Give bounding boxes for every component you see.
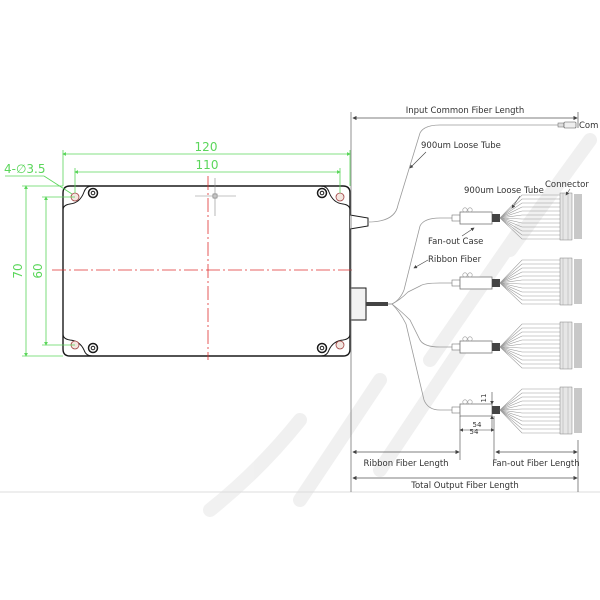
ribbon-bundle xyxy=(366,302,388,306)
connector-stripes xyxy=(562,193,569,434)
housing-dimensions xyxy=(5,150,351,357)
fanout-case-width-b: 54 xyxy=(470,428,479,436)
dim-height-holes: 60 xyxy=(31,263,45,278)
input-common-fiber-length-label: Input Common Fiber Length xyxy=(406,106,524,116)
screw-icon xyxy=(87,187,328,354)
dim-width-outer: 120 xyxy=(195,140,218,154)
channel-labels xyxy=(574,194,582,433)
fanout-fibers xyxy=(499,194,560,434)
fanout-case-height: 11 xyxy=(480,394,488,403)
input-fiber xyxy=(367,124,558,223)
loose-tube-label-fanout: 900um Loose Tube xyxy=(464,186,544,196)
ribbon-fiber-label: Ribbon Fiber xyxy=(428,255,482,265)
housing xyxy=(52,176,369,360)
ribbon-fiber-length-label: Ribbon Fiber Length xyxy=(363,459,448,469)
loose-tube-label-input: 900um Loose Tube xyxy=(421,141,501,151)
fanout-case-label: Fan-out Case xyxy=(428,237,483,247)
dim-width-holes: 110 xyxy=(196,158,219,172)
fanout-case-1 xyxy=(451,207,501,225)
output-length-dimensions xyxy=(352,440,579,492)
com-connector-icon xyxy=(557,121,577,129)
fanout-case-4 xyxy=(451,399,501,417)
fanout-case-width-a: 54 xyxy=(473,421,482,429)
hole-spec: 4-∅3.5 xyxy=(4,162,46,176)
total-output-fiber-length-label: Total Output Fiber Length xyxy=(410,481,519,491)
input-fiber-length-dimension xyxy=(352,112,579,128)
connector-icons xyxy=(559,192,573,435)
connector-label: Connector xyxy=(545,180,589,190)
dim-height-outer: 70 xyxy=(11,263,25,278)
com-label: Com xyxy=(579,121,598,131)
ribbon-fibers xyxy=(366,217,452,411)
fanout-case-dimensions xyxy=(459,392,495,460)
fanout-fiber-length-label: Fan-out Fiber Length xyxy=(492,459,579,469)
